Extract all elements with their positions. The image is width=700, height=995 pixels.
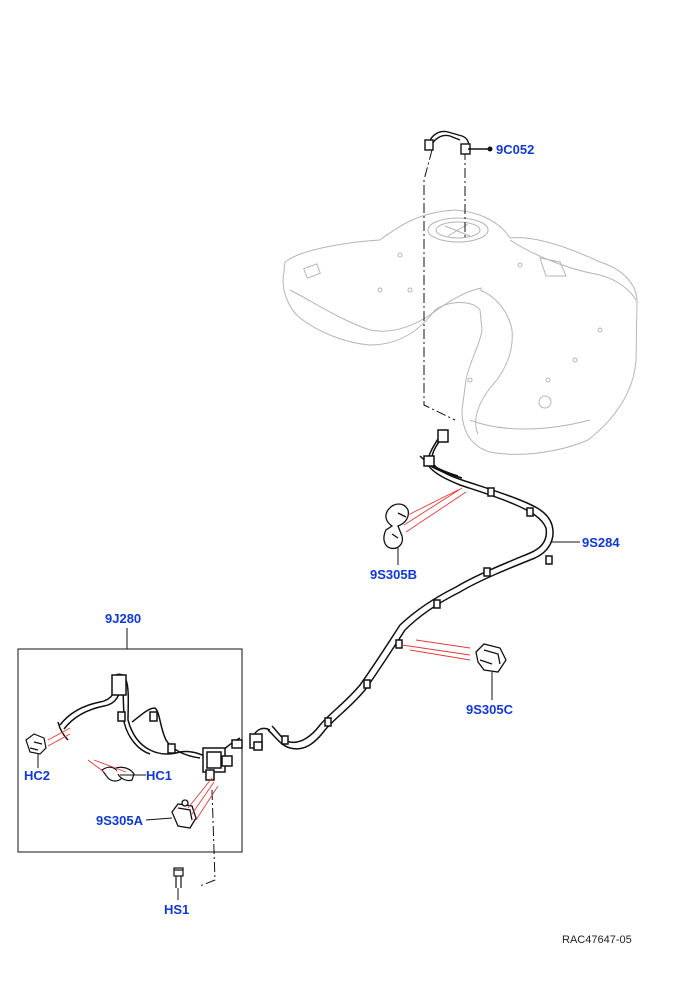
callout-HS1[interactable]: HS1 (164, 902, 190, 917)
part-9S284-harness (399, 429, 554, 631)
callout-9J280[interactable]: 9J280 (105, 611, 142, 626)
clip-HC2 (25, 733, 47, 755)
part-9J280-box (17, 628, 243, 853)
reference-code: RAC47647-05 (562, 934, 632, 946)
clip-HC1 (101, 766, 135, 782)
bolt-HS1 (173, 867, 184, 888)
assembly-centerlines (199, 149, 466, 887)
main-harness-lower (249, 624, 406, 751)
clip-9S305B (383, 503, 410, 550)
part-9C052-harness (424, 130, 490, 155)
callout-HC2[interactable]: HC2 (24, 768, 51, 783)
callout-9C052[interactable]: 9C052 (496, 142, 535, 157)
callout-leaders (37, 146, 580, 900)
callout-9S305B[interactable]: 9S305B (370, 567, 417, 582)
fuel-tank (282, 209, 638, 455)
callout-9S305A[interactable]: 9S305A (96, 813, 143, 828)
callout-9S305C[interactable]: 9S305C (466, 702, 513, 717)
clip-9S305C (475, 643, 507, 673)
red-leaders (47, 487, 471, 821)
callout-HC1[interactable]: HC1 (146, 768, 173, 783)
part-9J280-harness (57, 673, 243, 781)
clip-9S305A (171, 799, 197, 829)
callout-9S284[interactable]: 9S284 (582, 535, 620, 550)
